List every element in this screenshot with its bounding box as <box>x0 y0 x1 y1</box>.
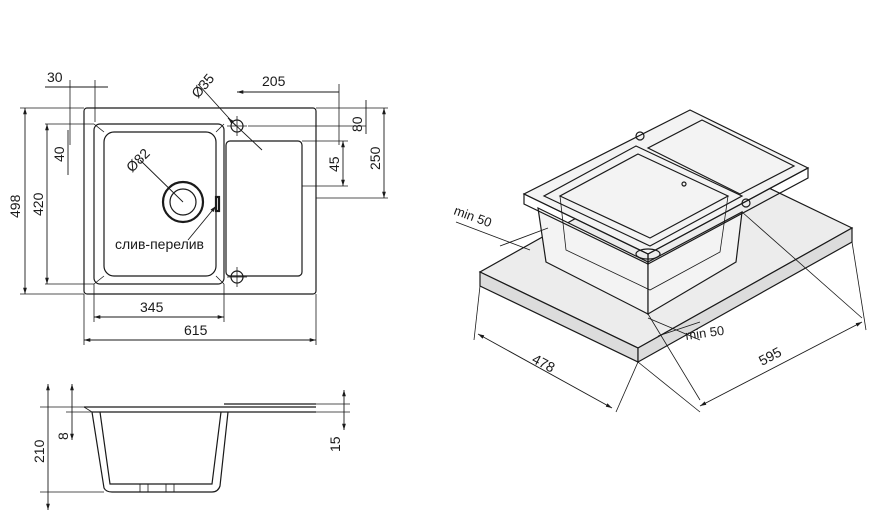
bowl-inner <box>103 131 217 277</box>
side-view: 210 8 15 <box>31 384 350 510</box>
dim-210-label: 210 <box>31 439 47 463</box>
isometric-view: min 50 478 min 50 595 <box>452 109 867 413</box>
sink-outline <box>83 107 317 295</box>
dim-8-label: 8 <box>55 432 71 440</box>
drain-inner <box>169 188 197 216</box>
dim-498-label: 498 <box>7 194 23 218</box>
iso-drain <box>635 248 661 260</box>
dim-478-label: 478 <box>530 351 558 376</box>
dim-d82-label: Ø82 <box>123 145 153 175</box>
overflow-label: слив-перелив <box>115 236 204 252</box>
dim-30-label: 30 <box>47 69 63 85</box>
iso-drainer <box>646 119 796 195</box>
side-bowl-inner <box>99 411 222 485</box>
dim-345-label: 345 <box>140 299 164 315</box>
dim-15-label: 15 <box>327 436 343 452</box>
dim-40-label: 40 <box>51 146 67 162</box>
drainer-board <box>225 140 303 277</box>
iso-bowl-opening <box>542 145 744 247</box>
bowl-outer <box>93 123 225 285</box>
dim-250-label: 250 <box>367 146 383 170</box>
dim-420-label: 420 <box>30 192 46 216</box>
dim-615-label: 615 <box>184 322 208 338</box>
dim-80-label: 80 <box>349 116 365 132</box>
overflow-slot <box>214 195 221 213</box>
dim-205-label: 205 <box>262 73 286 89</box>
top-view: 30 Ø35 205 80 45 250 498 40 <box>7 69 388 345</box>
dim-min50-left-label: min 50 <box>452 203 494 230</box>
side-bowl-outer <box>91 411 229 493</box>
dim-45-label: 45 <box>326 156 342 172</box>
drain-outer <box>161 180 205 224</box>
dim-d35-label: Ø35 <box>188 70 217 101</box>
